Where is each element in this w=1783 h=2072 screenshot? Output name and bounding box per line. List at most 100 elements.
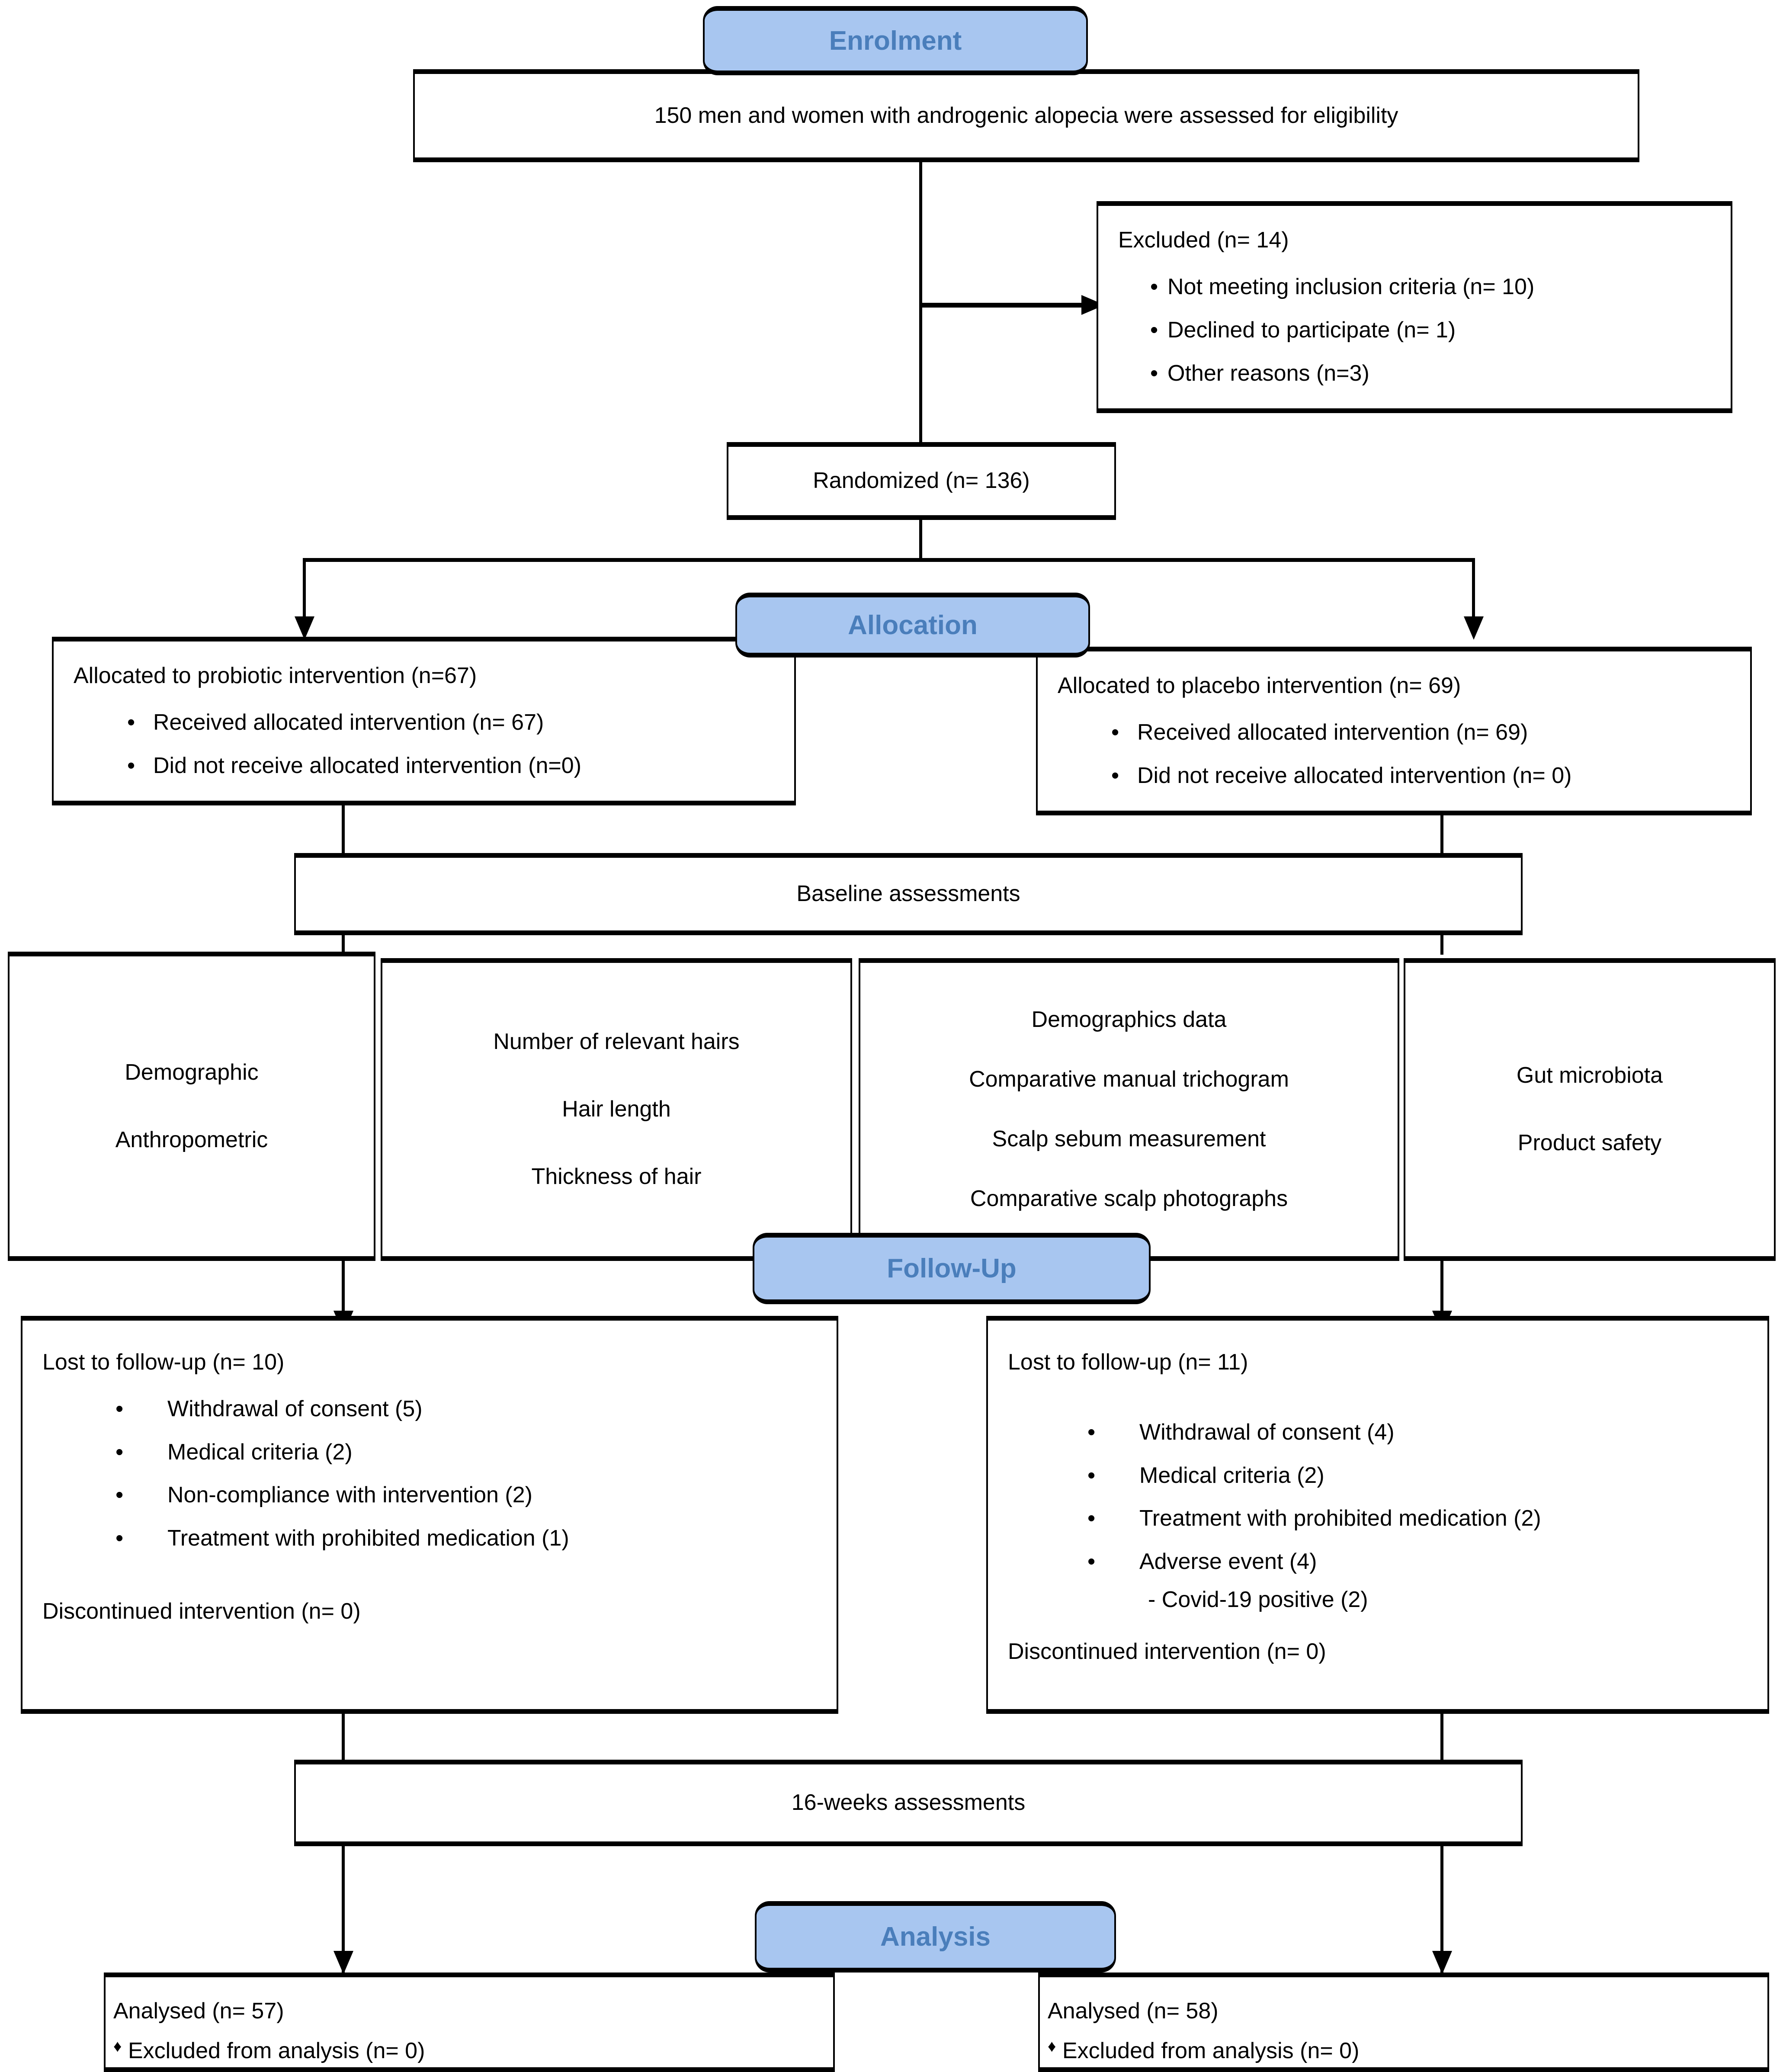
list-item: • Adverse event (4) — [1087, 1546, 1767, 1578]
bullet-icon: • — [1087, 1463, 1096, 1488]
panel-line: Demographic — [125, 1059, 259, 1085]
diamond-bullet-icon: ♦ — [113, 2037, 122, 2056]
connector-split-left — [303, 558, 306, 623]
connector-followup-right-to-weeks — [1440, 1714, 1443, 1762]
panel-line: Comparative scalp photographs — [970, 1186, 1288, 1211]
panel-line: Hair length — [562, 1097, 671, 1122]
allocation-right-title: Allocated to placebo intervention (n= 69… — [1058, 673, 1461, 699]
analysis-left-title: Analysed (n= 57) — [113, 1998, 284, 2024]
excluded-title: Excluded (n= 14) — [1118, 228, 1289, 253]
followup-right-title: Lost to follow-up (n= 11) — [1008, 1350, 1248, 1375]
bullet-icon: • — [115, 1439, 124, 1465]
bullet-icon: • — [1087, 1419, 1096, 1445]
bullet-icon: • — [115, 1396, 124, 1421]
stage-badge-allocation: Allocation — [735, 593, 1090, 658]
list-item-label: Declined to participate (n= 1) — [1167, 318, 1456, 343]
stage-badge-enrolment: Enrolment — [703, 6, 1088, 75]
bullet-icon: • — [1087, 1549, 1096, 1575]
list-item: • Declined to participate (n= 1) — [1150, 314, 1731, 346]
list-item: • Treatment with prohibited medication (… — [115, 1523, 837, 1555]
randomized-box: Randomized (n= 136) — [727, 442, 1116, 520]
arrow-down-left-alloc-icon — [295, 616, 314, 640]
followup-left-list: • Withdrawal of consent (5) • Medical cr… — [22, 1393, 837, 1555]
followup-left-footer: Discontinued intervention (n= 0) — [42, 1599, 361, 1624]
panel-line: Scalp sebum measurement — [992, 1126, 1266, 1151]
connector-to-excluded — [919, 303, 1097, 308]
stage-badge-followup-label: Follow-Up — [887, 1254, 1017, 1283]
bullet-icon: • — [1087, 1506, 1096, 1531]
analysis-right-list: ♦ Excluded from analysis (n= 0) — [1040, 2035, 1767, 2067]
baseline-assessments-title: Baseline assessments — [796, 881, 1020, 907]
allocation-left-list: • Received allocated intervention (n= 67… — [54, 707, 794, 782]
list-item: ♦ Excluded from analysis (n= 0) — [113, 2035, 833, 2067]
list-subitem: - Covid-19 positive (2) — [1087, 1584, 1767, 1616]
list-item: ♦ Excluded from analysis (n= 0) — [1048, 2035, 1767, 2067]
list-item: • Medical criteria (2) — [1087, 1460, 1767, 1492]
list-item-label: Medical criteria (2) — [167, 1439, 353, 1465]
allocation-right-list: • Received allocated intervention (n= 69… — [1038, 717, 1750, 792]
allocation-left-title: Allocated to probiotic intervention (n=6… — [74, 663, 477, 689]
list-item-label: Received allocated intervention (n= 69) — [1137, 720, 1528, 745]
list-item-label: Withdrawal of consent (4) — [1139, 1419, 1395, 1445]
stage-badge-analysis: Analysis — [755, 1901, 1116, 1973]
connector-panel4-to-followup — [1440, 1261, 1443, 1319]
bullet-icon: • — [1150, 360, 1158, 386]
list-item-label: Not meeting inclusion criteria (n= 10) — [1167, 274, 1535, 300]
diamond-bullet-icon: ♦ — [1048, 2037, 1056, 2056]
connector-weeks-to-analysed-right — [1440, 1846, 1443, 1976]
list-item-label: Treatment with prohibited medication (1) — [167, 1526, 569, 1551]
list-item: • Treatment with prohibited medication (… — [1087, 1503, 1767, 1535]
weeks-assessments-title: 16-weeks assessments — [791, 1790, 1026, 1815]
followup-right-footer: Discontinued intervention (n= 0) — [1008, 1639, 1326, 1664]
list-item-label: Did not receive allocated intervention (… — [1137, 763, 1572, 788]
bullet-icon: • — [127, 710, 135, 735]
list-item-label: Medical criteria (2) — [1139, 1463, 1324, 1488]
arrow-down-left-analysed-icon — [334, 1951, 353, 1974]
list-item-label: Did not receive allocated intervention (… — [153, 753, 582, 778]
analysis-left-box: Analysed (n= 57) ♦ Excluded from analysi… — [104, 1973, 835, 2072]
connector-baseline-to-panel4 — [1440, 935, 1443, 955]
list-item: • Received allocated intervention (n= 69… — [1111, 717, 1750, 749]
weeks-assessments-box: 16-weeks assessments — [294, 1760, 1523, 1846]
list-item-label: Treatment with prohibited medication (2) — [1139, 1506, 1541, 1531]
list-item: • Non-compliance with intervention (2) — [115, 1479, 837, 1511]
connector-randomized-down — [919, 520, 922, 560]
allocation-right-box: Allocated to placebo intervention (n= 69… — [1036, 647, 1752, 815]
list-subitem-label: - Covid-19 positive (2) — [1148, 1587, 1368, 1613]
stage-badge-enrolment-label: Enrolment — [829, 26, 962, 56]
panel-line: Demographics data — [1031, 1007, 1227, 1033]
followup-right-box: Lost to follow-up (n= 11) • Withdrawal o… — [986, 1316, 1769, 1714]
allocation-left-box: Allocated to probiotic intervention (n=6… — [52, 637, 796, 805]
stage-badge-analysis-label: Analysis — [880, 1922, 991, 1952]
connector-baseline-to-panel1 — [342, 935, 345, 955]
bullet-icon: • — [115, 1482, 124, 1508]
panel-line: Thickness of hair — [531, 1164, 702, 1189]
panel-line: Anthropometric — [115, 1127, 268, 1152]
connector-split-right — [1472, 558, 1475, 623]
stage-badge-followup: Follow-Up — [753, 1233, 1151, 1304]
arrow-down-right-alloc-icon — [1464, 616, 1484, 640]
bullet-icon: • — [1111, 720, 1119, 745]
panel-line: Gut microbiota — [1516, 1063, 1663, 1088]
followup-right-list: • Withdrawal of consent (4) • Medical cr… — [988, 1417, 1767, 1616]
connector-alloc-left-to-baseline — [342, 805, 345, 855]
connector-alloc-right-to-baseline — [1440, 815, 1443, 855]
assessed-for-eligibility-box: 150 men and women with androgenic alopec… — [413, 69, 1639, 162]
bullet-icon: • — [115, 1526, 124, 1551]
excluded-list: • Not meeting inclusion criteria (n= 10)… — [1098, 271, 1731, 389]
assessed-for-eligibility-text: 150 men and women with androgenic alopec… — [654, 103, 1398, 128]
connector-panel1-to-followup — [342, 1261, 345, 1319]
baseline-panel-clinical: Demographics data Comparative manual tri… — [859, 958, 1399, 1261]
analysis-right-box: Analysed (n= 58) ♦ Excluded from analysi… — [1038, 1973, 1769, 2072]
baseline-panel-demographic: Demographic Anthropometric — [8, 952, 375, 1261]
connector-followup-left-to-weeks — [342, 1714, 345, 1762]
randomized-text: Randomized (n= 136) — [813, 468, 1030, 494]
list-item: • Did not receive allocated intervention… — [1111, 760, 1750, 792]
panel-line: Comparative manual trichogram — [969, 1067, 1289, 1092]
bullet-icon: • — [127, 753, 135, 778]
list-item: • Did not receive allocated intervention… — [127, 750, 794, 782]
list-item: • Received allocated intervention (n= 67… — [127, 707, 794, 739]
baseline-panel-hair: Number of relevant hairs Hair length Thi… — [381, 958, 852, 1261]
analysis-left-list: ♦ Excluded from analysis (n= 0) — [106, 2035, 833, 2067]
